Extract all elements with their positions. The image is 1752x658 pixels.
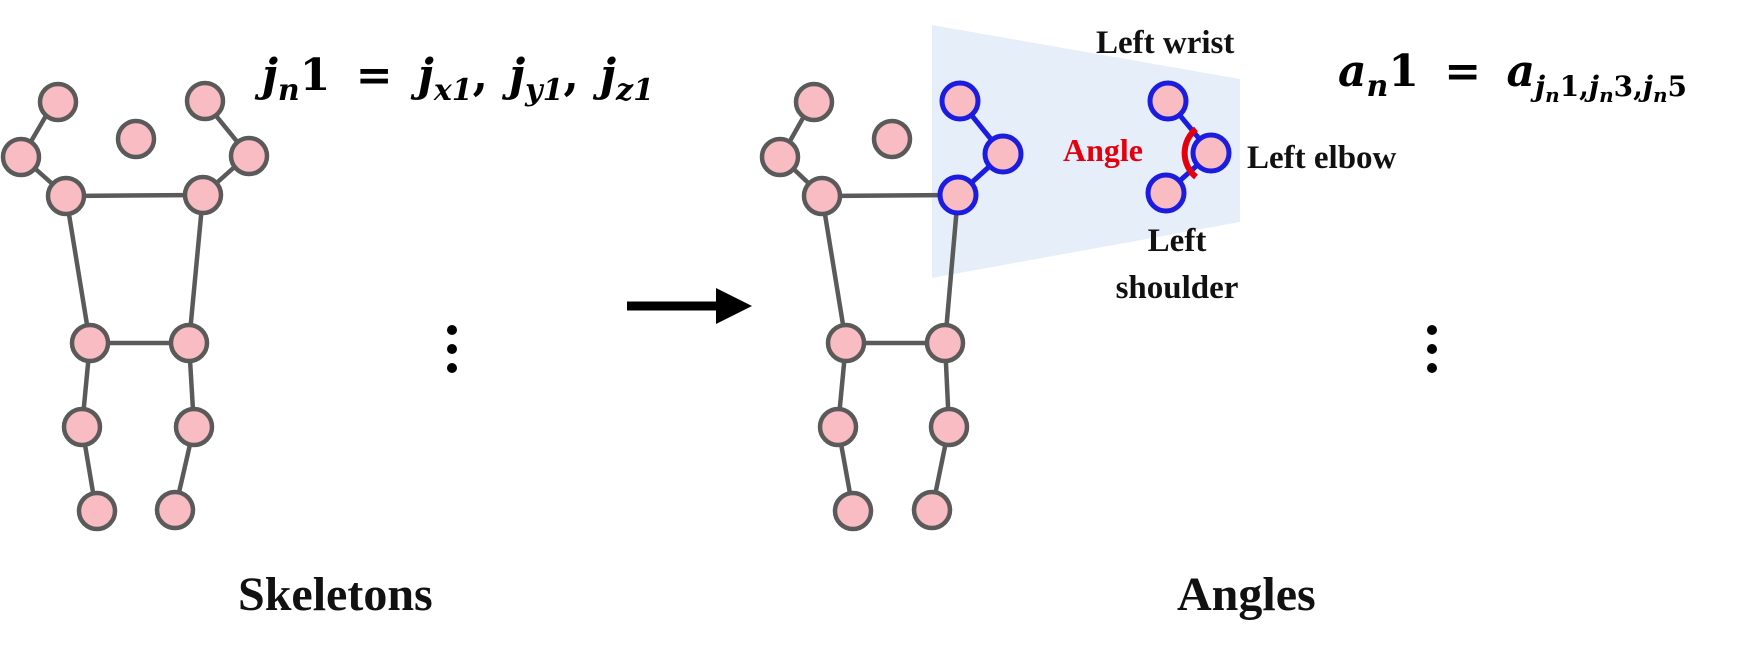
joint-node <box>0 136 42 178</box>
joint-node <box>45 175 87 217</box>
joint-node <box>793 81 835 123</box>
joint-node <box>801 175 843 217</box>
highlighted-joint <box>982 133 1024 175</box>
joint-node <box>76 490 118 532</box>
joint-node <box>924 322 966 364</box>
joint-node <box>832 490 874 532</box>
joint-node <box>928 406 970 448</box>
left-elbow-label: Left elbow <box>1247 140 1397 176</box>
right-ellipsis <box>1427 325 1437 373</box>
joint-node <box>228 135 270 177</box>
right-skeleton-bones <box>778 99 961 513</box>
joint-node <box>115 118 157 160</box>
joint-node <box>168 322 210 364</box>
joint-node <box>759 136 801 178</box>
skeletons-title: Skeletons <box>238 568 433 621</box>
shoulder-joint <box>1145 172 1187 214</box>
angle-arc <box>1181 126 1199 180</box>
arrow-right-icon <box>627 288 752 324</box>
left-ellipsis <box>447 325 457 373</box>
joint-node <box>817 406 859 448</box>
joint-node <box>61 406 103 448</box>
left-skeleton-bones <box>19 98 251 513</box>
right-skeleton <box>759 80 1024 532</box>
angles-title: Angles <box>1177 568 1316 621</box>
joint-node <box>173 406 215 448</box>
left-skeleton-joints <box>0 80 270 532</box>
joint-node <box>182 174 224 216</box>
joint-node <box>69 322 111 364</box>
left-shoulder-label: Left <box>1148 223 1207 259</box>
joint-node <box>825 322 867 364</box>
left-shoulder-label-line2: shoulder <box>1116 270 1239 306</box>
angle-label: Angle <box>1063 132 1143 168</box>
joint-node <box>154 489 196 531</box>
right-skeleton-joints <box>759 80 1024 532</box>
highlighted-joint <box>939 80 981 122</box>
joint-node <box>871 118 913 160</box>
left-wrist-label: Left wrist <box>1096 25 1234 61</box>
highlighted-joint <box>937 174 979 216</box>
wrist-joint <box>1147 80 1189 122</box>
joint-node <box>184 80 226 122</box>
joint-node <box>911 489 953 531</box>
elbow-joint <box>1190 132 1232 174</box>
angle-formula: an1 = ajn1,jn3,jn5 <box>1338 46 1687 107</box>
left-skeleton <box>0 80 270 532</box>
joint-node <box>37 81 79 123</box>
arm-inset <box>1145 80 1232 214</box>
joint-formula: jn1 = jx1, jy1, jz1 <box>254 50 654 108</box>
